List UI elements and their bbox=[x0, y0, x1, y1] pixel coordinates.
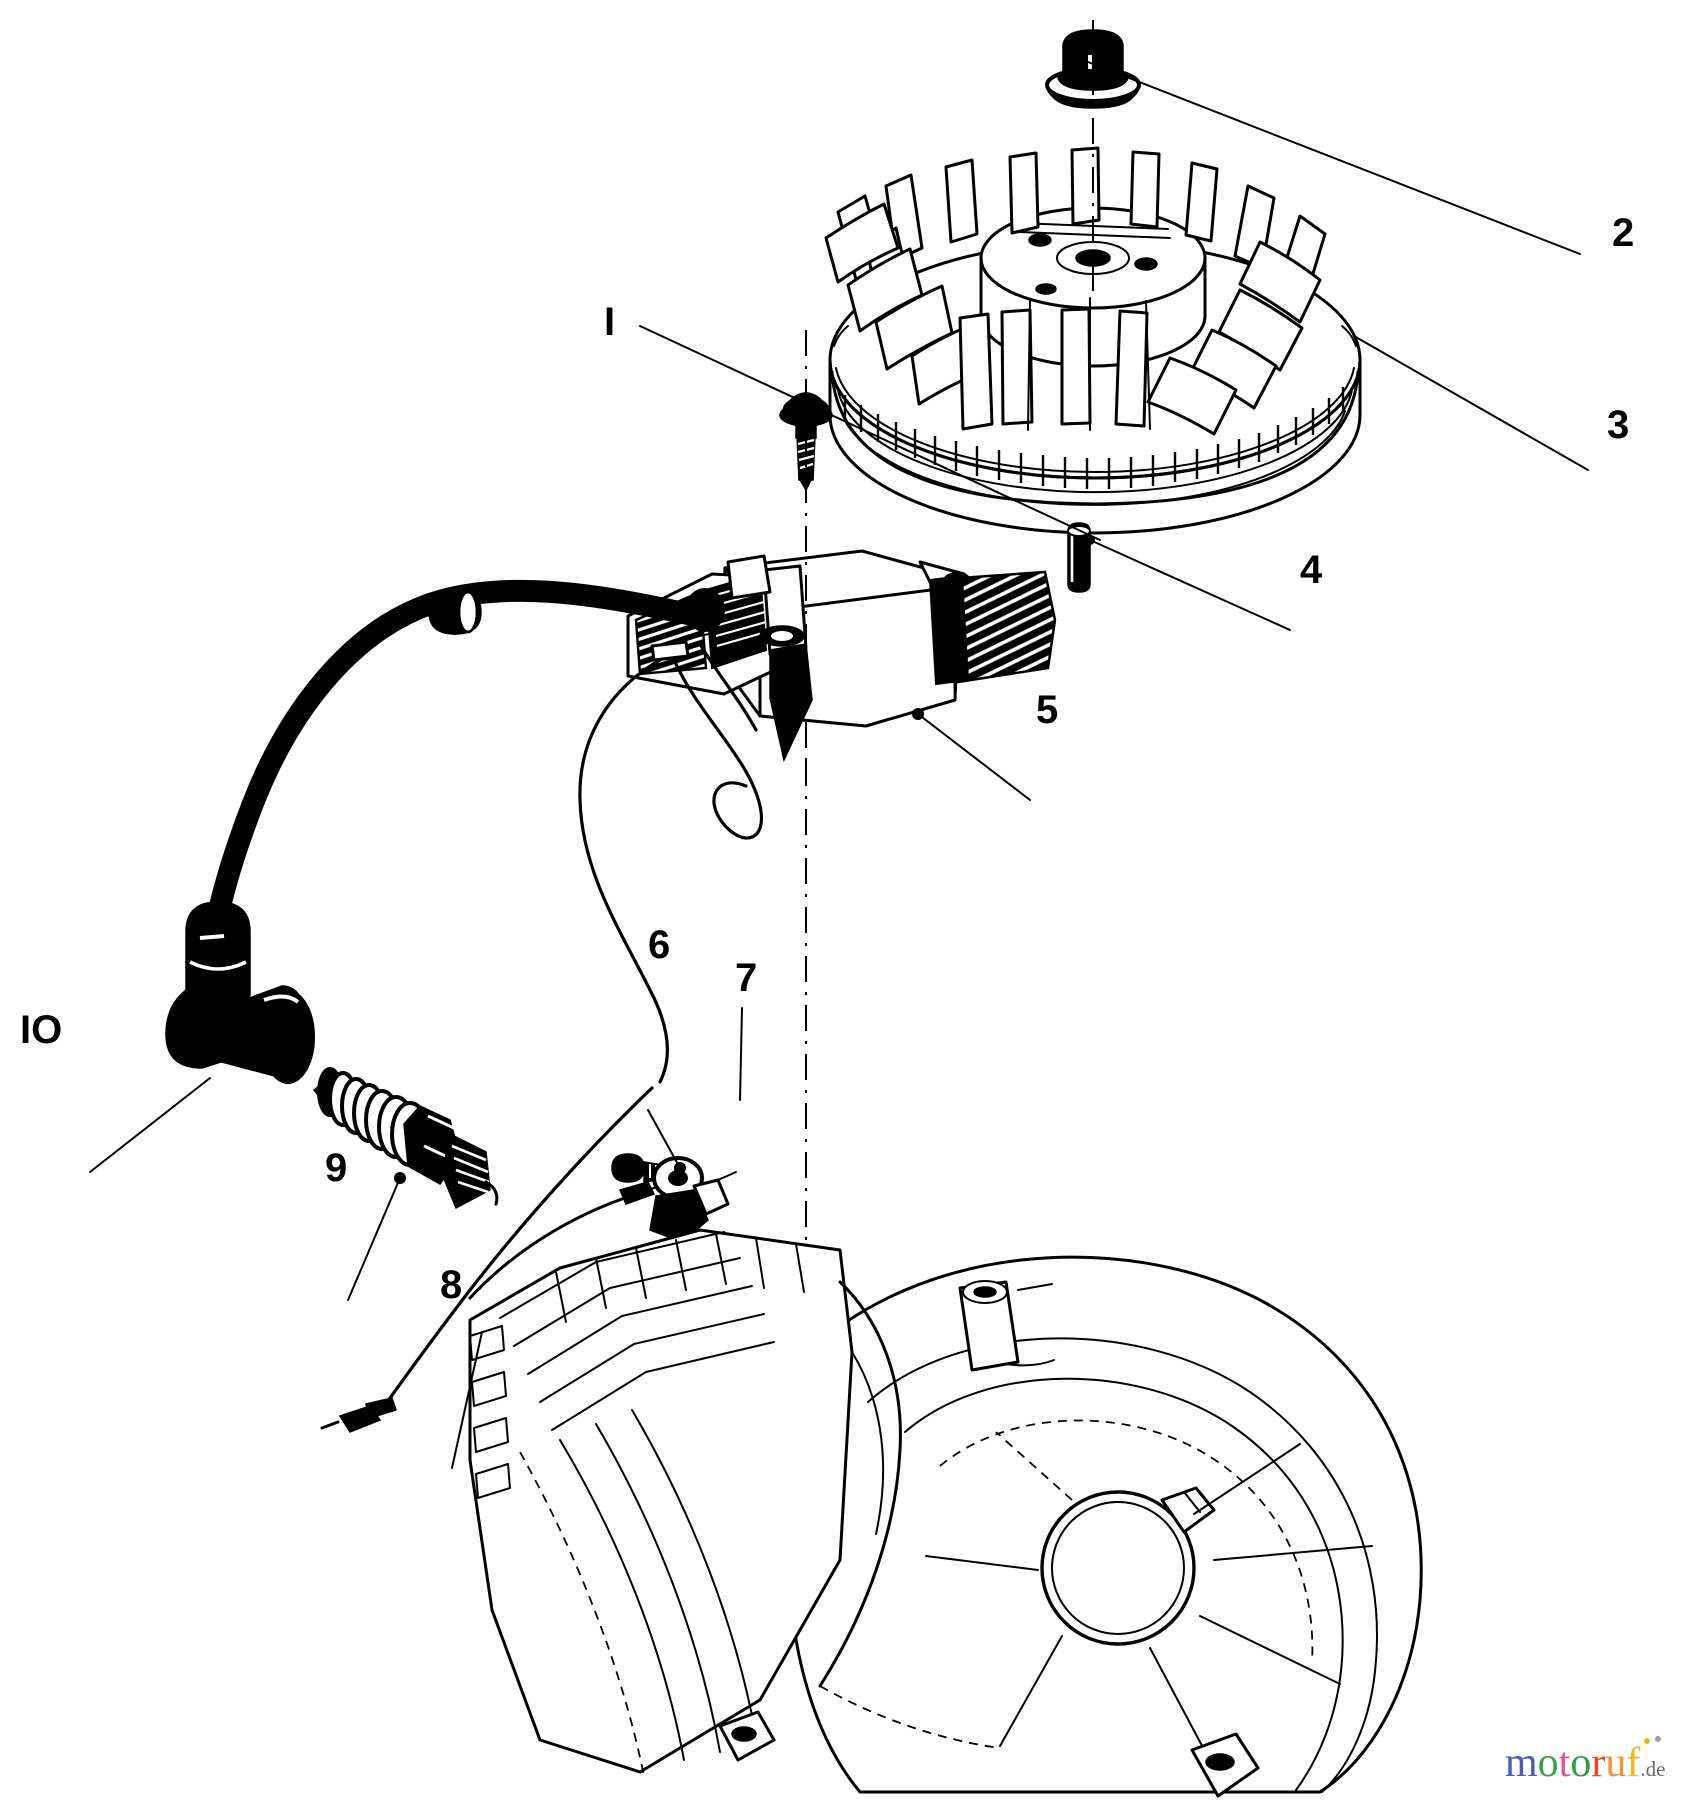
watermark-letter-u: u bbox=[1605, 1740, 1627, 1786]
watermark-tld: .de bbox=[1640, 1757, 1666, 1781]
callout-5: 5 bbox=[1036, 688, 1059, 732]
part-flywheel bbox=[824, 146, 1362, 535]
watermark-accent-dot-2 bbox=[1655, 1736, 1661, 1742]
part-spark-plug-boot bbox=[165, 901, 315, 1084]
callout-3: 3 bbox=[1607, 403, 1630, 447]
watermark-accent-dot-1 bbox=[1644, 1738, 1650, 1744]
callout-8: 8 bbox=[440, 1263, 463, 1307]
part-stop-switch-wire bbox=[320, 658, 670, 1433]
part-ignition-coil bbox=[626, 549, 1057, 763]
callout-2: 2 bbox=[1612, 211, 1635, 255]
watermark-letter-o1: o bbox=[1537, 1740, 1559, 1786]
watermark-letter-t: t bbox=[1558, 1740, 1571, 1786]
callout-1: I bbox=[604, 300, 616, 344]
fan-blades-right bbox=[1146, 184, 1327, 436]
part-ground-terminal-clip bbox=[649, 1156, 737, 1243]
ring-gear-teeth bbox=[835, 367, 1355, 506]
part-high-tension-lead bbox=[203, 579, 699, 947]
leader-lines bbox=[89, 61, 1589, 1469]
watermark-letter-o2: o bbox=[1570, 1740, 1592, 1786]
watermark-letter-m: m bbox=[1505, 1740, 1538, 1786]
part-spark-plug bbox=[312, 1067, 499, 1210]
callout-10: IO bbox=[20, 1008, 63, 1052]
callout-6: 6 bbox=[648, 923, 671, 967]
callout-7: 7 bbox=[735, 956, 758, 1000]
part-flywheel-key bbox=[1067, 522, 1091, 593]
part-engine-block-and-blower-housing bbox=[468, 1181, 1423, 1798]
callout-9: 9 bbox=[325, 1146, 348, 1190]
callout-4: 4 bbox=[1300, 548, 1323, 592]
motoruf-watermark[interactable]: motoruf.de bbox=[1505, 1736, 1666, 1790]
watermark-letter-f: f bbox=[1626, 1740, 1641, 1786]
watermark-letter-r: r bbox=[1591, 1740, 1606, 1786]
ignition-ground-wire-loop bbox=[674, 642, 764, 840]
